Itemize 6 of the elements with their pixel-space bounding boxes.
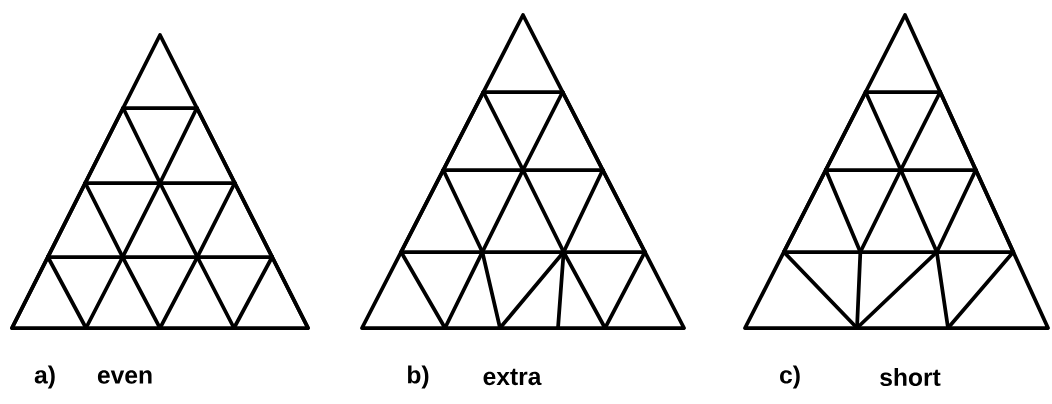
caption-label: even <box>97 370 152 384</box>
caption-label: c) <box>780 365 800 389</box>
caption-label: extra <box>483 368 542 386</box>
caption-label: b) <box>408 365 429 389</box>
caption-label: a) <box>34 365 55 389</box>
caption-label: short <box>880 368 941 387</box>
